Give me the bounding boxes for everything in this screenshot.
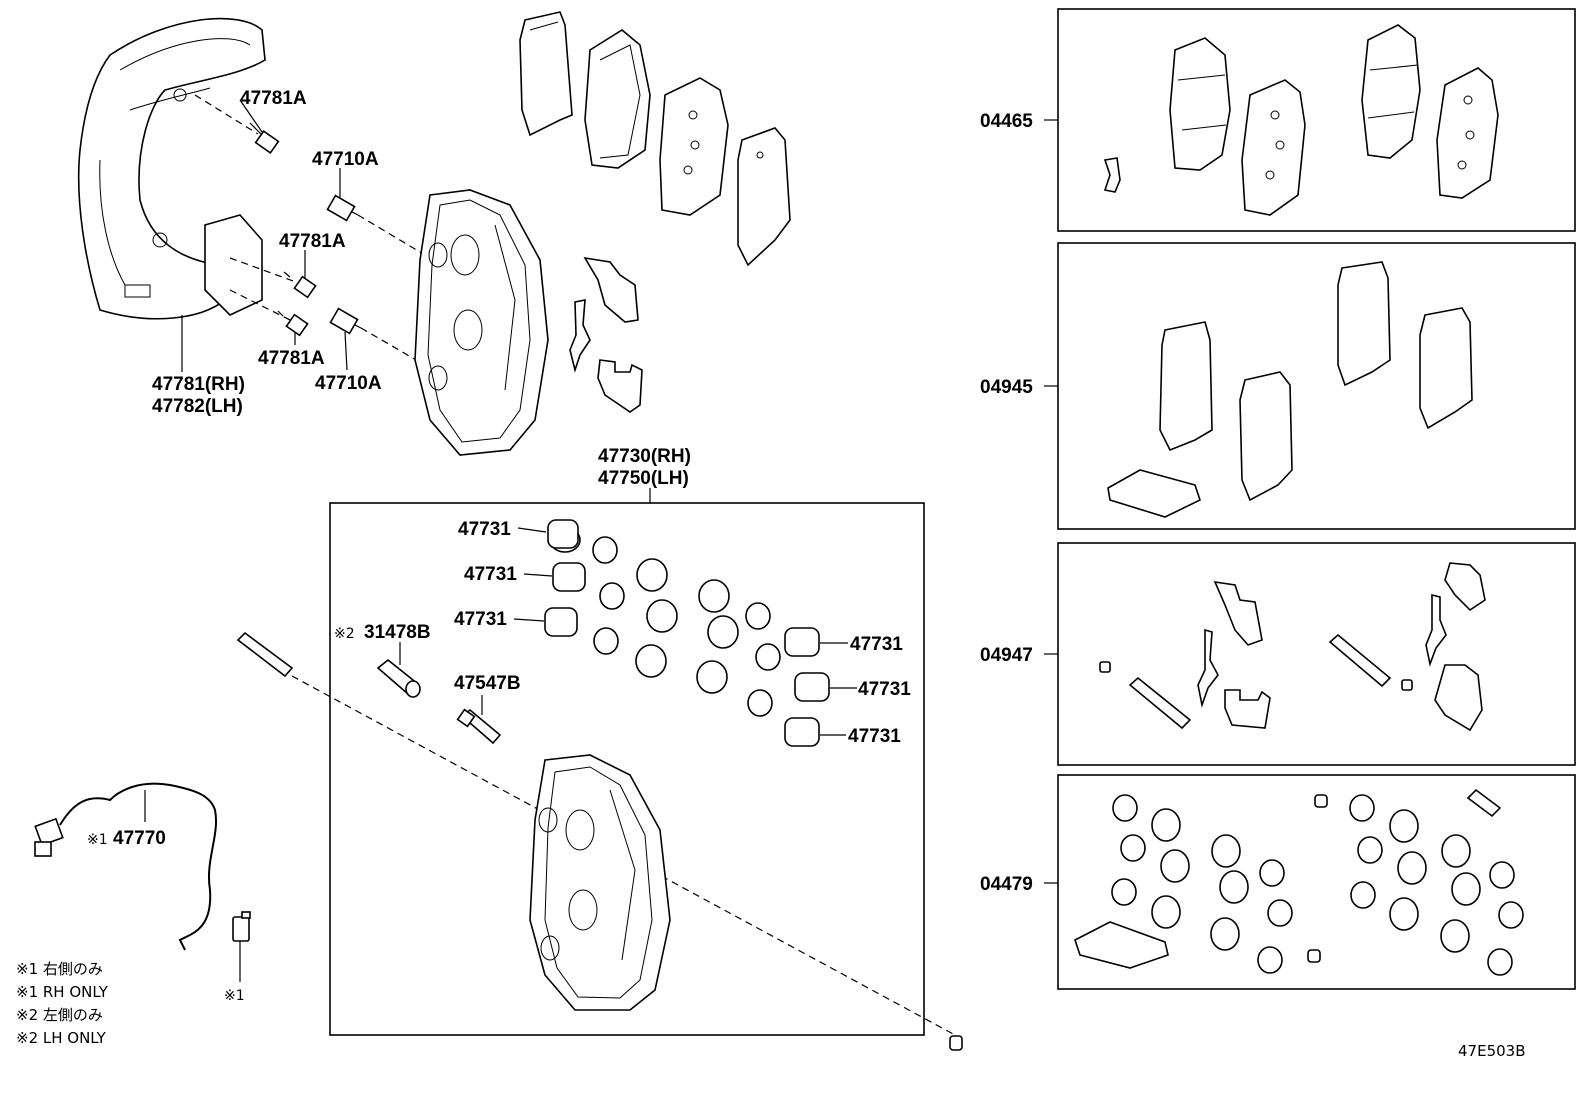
label-sensor-clip-mark: ※1 (224, 988, 245, 1004)
label-47547b: 47547B (454, 673, 521, 694)
label-47731-5: 47731 (858, 679, 911, 700)
wear-sensor-47770 (34, 782, 217, 951)
label-47781rh: 47781(RH) (152, 374, 245, 395)
piston-1 (547, 519, 581, 553)
bolt-47710a-upper (326, 194, 359, 222)
label-47770-mark: ※1 (87, 832, 108, 848)
kit-04479-seals (1074, 788, 1524, 976)
pad-clip-2 (597, 359, 643, 413)
label-47731-4: 47731 (850, 634, 903, 655)
note-1: ※1 右側のみ (16, 960, 103, 978)
bolt-47710a-lower (329, 307, 362, 335)
piston-3 (544, 607, 578, 637)
anti-rattle-spring (583, 256, 639, 323)
kit-04947-hardware (1099, 562, 1486, 732)
bolt-47781a-middle (283, 271, 317, 299)
label-47710a-1: 47710A (312, 149, 379, 170)
kit-box-04479 (1057, 774, 1576, 990)
diagram-code: 47E503B (1458, 1042, 1526, 1060)
piston-seal-rings (592, 536, 781, 717)
label-31478b-mark: ※2 (334, 626, 355, 642)
piston-4 (784, 627, 820, 657)
label-47782lh: 47782(LH) (152, 396, 243, 417)
piston-5 (794, 672, 830, 702)
label-47781a-3: 47781A (258, 348, 325, 369)
dust-shield (77, 17, 266, 320)
bolt-47781a-upper (249, 122, 280, 155)
label-47731-3: 47731 (454, 609, 507, 630)
label-47710a-2: 47710A (315, 373, 382, 394)
label-47731-2: 47731 (464, 564, 517, 585)
small-clip (949, 1035, 963, 1051)
kit-04465-pads (1103, 24, 1499, 216)
label-kit-04945: 04945 (980, 377, 1033, 398)
kit-box-04947 (1057, 542, 1576, 766)
label-47750lh: 47750(LH) (598, 468, 689, 489)
brake-pad-1 (584, 29, 651, 169)
caliper-lower (529, 754, 671, 1011)
note-4: ※2 LH ONLY (16, 1029, 107, 1047)
label-47731-6: 47731 (848, 726, 901, 747)
note-3: ※2 左側のみ (16, 1006, 103, 1024)
bleeder-screw-47547b (456, 708, 502, 745)
piston-2 (552, 562, 586, 592)
label-kit-04465: 04465 (980, 111, 1033, 132)
sensor-clip (232, 911, 251, 942)
label-47730rh: 47730(RH) (598, 446, 691, 467)
brake-shim-1 (519, 11, 573, 137)
slide-pin (236, 631, 294, 678)
label-kit-04947: 04947 (980, 645, 1033, 666)
label-47731-1: 47731 (458, 519, 511, 540)
brake-shim-2 (737, 127, 791, 267)
caliper-assembly-box (329, 502, 925, 1036)
note-2: ※1 RH ONLY (16, 983, 109, 1001)
label-kit-04479: 04479 (980, 874, 1033, 895)
label-47770: 47770 (113, 828, 166, 849)
label-47781a-1: 47781A (240, 88, 307, 109)
kit-04945-shims (1107, 261, 1473, 518)
bolt-47781a-lower (277, 310, 309, 337)
label-31478b: 31478B (364, 622, 431, 643)
pad-clip-1 (569, 299, 591, 373)
brake-pad-2 (659, 77, 729, 216)
caliper-upper (414, 189, 549, 456)
label-47781a-2: 47781A (279, 231, 346, 252)
piston-6 (784, 717, 820, 747)
pin-bushing-31478b (376, 658, 421, 698)
